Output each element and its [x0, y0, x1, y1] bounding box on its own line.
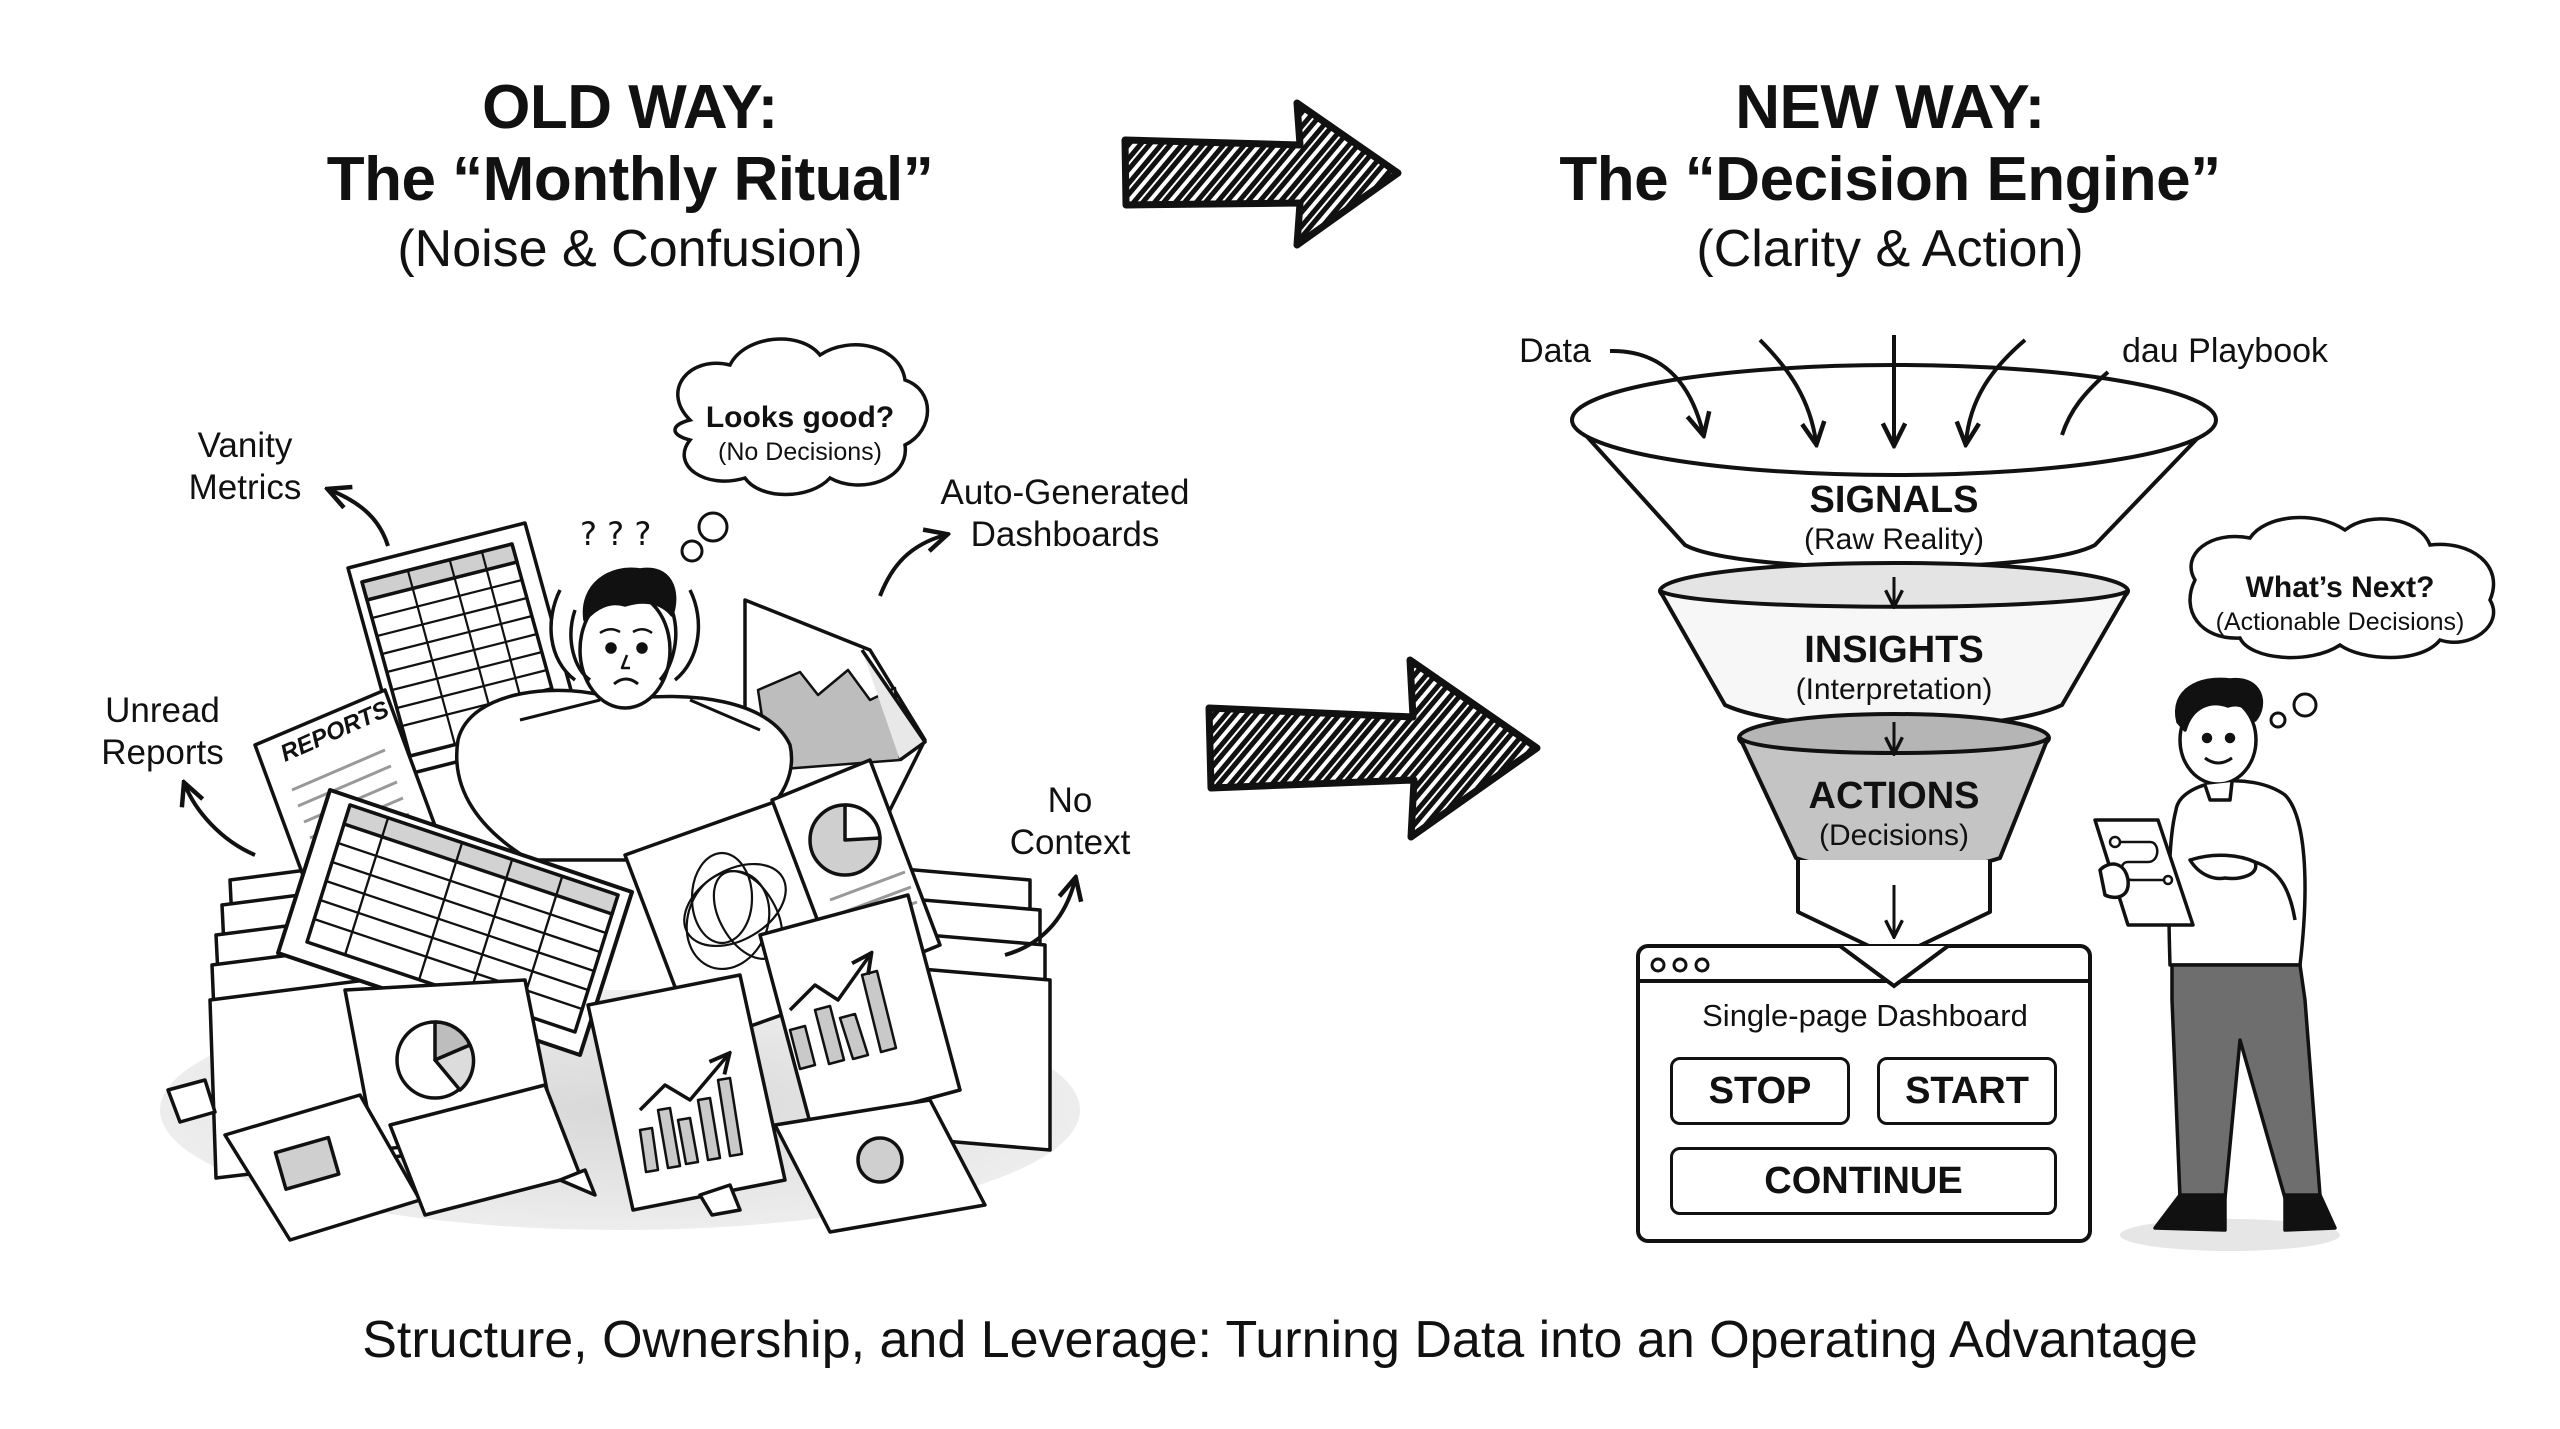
new-way-subtitle: (Clarity & Action)	[1696, 220, 2084, 278]
stage-desc: (Decisions)	[1818, 819, 1970, 852]
label-unread-reports: Unread Reports	[80, 690, 245, 774]
confused-man	[455, 567, 794, 862]
new-way-heading: NEW WAY: The “Decision Engine” (Clarity …	[1490, 72, 2290, 282]
transition-arrow-middle	[1205, 656, 1541, 841]
funnel-stage-signals: SIGNALS (Raw Reality)	[1744, 478, 2044, 558]
new-way-title: The “Decision Engine”	[1559, 145, 2221, 214]
label-line: Context	[1009, 823, 1131, 862]
continue-button[interactable]: CONTINUE	[1670, 1147, 2057, 1215]
stage-name: ACTIONS	[1808, 775, 1980, 817]
thought-subtitle: (Actionable Decisions)	[2215, 608, 2465, 636]
transition-arrow-top	[1121, 99, 1402, 249]
decision-funnel	[1570, 335, 2218, 960]
old-label-arrows	[185, 490, 1075, 957]
thought-subtitle: (No Decisions)	[718, 438, 882, 466]
thought-cloud-old	[673, 337, 930, 497]
old-way-subtitle: (Noise & Confusion)	[397, 220, 863, 278]
thought-old-text: Looks good? (No Decisions)	[680, 400, 920, 468]
label-line: Auto-Generated	[940, 473, 1190, 512]
thought-cloud-new	[2188, 515, 2496, 660]
label-line: Metrics	[188, 468, 302, 507]
label-vanity-metrics: Vanity Metrics	[160, 425, 330, 509]
stage-desc: (Interpretation)	[1795, 673, 1993, 706]
start-button[interactable]: START	[1877, 1057, 2057, 1125]
label-line: Unread	[105, 691, 220, 730]
label-line: Reports	[101, 733, 224, 772]
stage-name: SIGNALS	[1809, 479, 1979, 521]
funnel-stage-insights: INSIGHTS (Interpretation)	[1744, 628, 2044, 708]
stage-desc: (Raw Reality)	[1803, 523, 1985, 556]
confident-person	[2093, 677, 2340, 1251]
old-way-heading: OLD WAY: The “Monthly Ritual” (Noise & C…	[230, 72, 1030, 282]
thought-new-text: What’s Next? (Actionable Decisions)	[2190, 570, 2490, 638]
label-line: Vanity	[197, 426, 293, 465]
thought-title: Looks good?	[705, 401, 895, 434]
label-line: No	[1047, 781, 1093, 820]
input-label-data: Data	[1519, 332, 1591, 370]
stop-button[interactable]: STOP	[1670, 1057, 1850, 1125]
thought-title: What’s Next?	[2245, 571, 2435, 604]
paper-pile-illustration: REPORTS ? ? ?	[160, 511, 1080, 1242]
input-label-playbook: dau Playbook	[2121, 332, 2329, 370]
dashboard-title: Single-page Dashboard	[1702, 998, 2028, 1033]
question-marks: ? ? ?	[580, 515, 651, 553]
label-line: Dashboards	[970, 515, 1160, 554]
footer-tagline: Structure, Ownership, and Leverage: Turn…	[362, 1311, 2198, 1369]
label-auto-generated-dashboards: Auto-Generated Dashboards	[920, 472, 1210, 556]
stage-name: INSIGHTS	[1804, 629, 1984, 671]
new-way-label: NEW WAY:	[1735, 73, 2045, 142]
label-no-context: No Context	[990, 780, 1150, 864]
old-way-title: The “Monthly Ritual”	[326, 145, 934, 214]
funnel-stage-actions: ACTIONS (Decisions)	[1744, 774, 2044, 854]
old-way-label: OLD WAY:	[482, 73, 778, 142]
